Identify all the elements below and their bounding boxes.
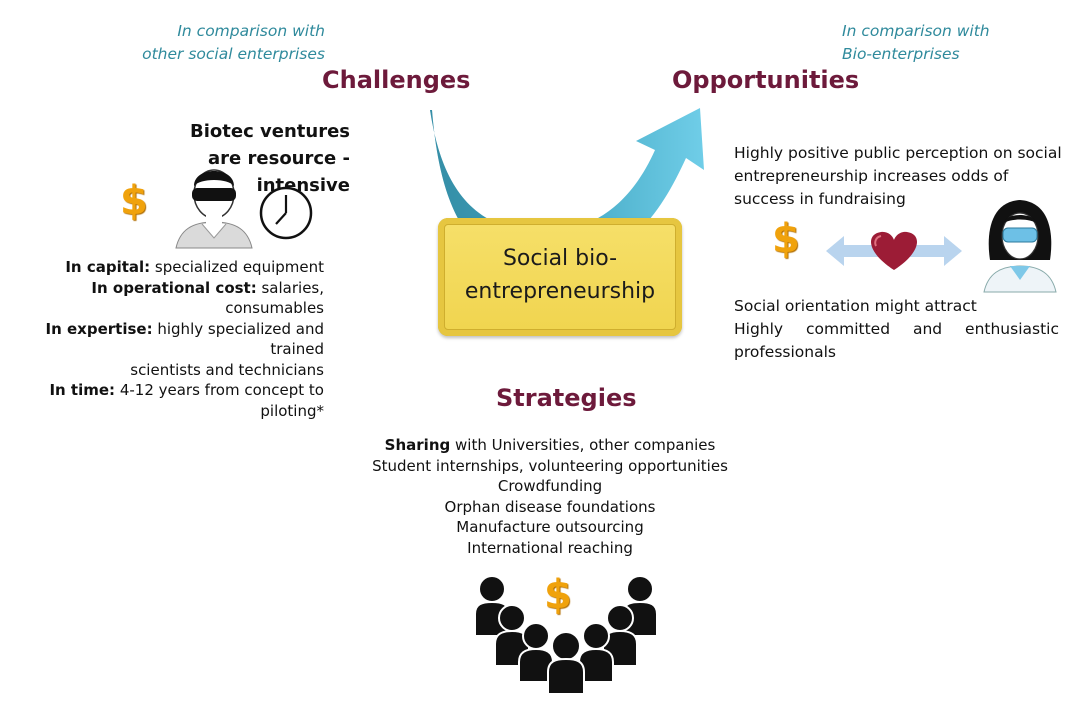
word: and [912,320,943,338]
opportunities-para2-justified-line: Highly committed and enthusiastic [734,318,1059,341]
challenge-item: scientists and technicians [0,360,324,381]
strategy-item: International reaching [467,538,633,557]
strategy-item: Crowdfunding [497,477,603,495]
challenge-item: In operational cost: salaries, consumabl… [0,278,324,319]
opportunities-para2-line: Social orientation might attract [734,297,977,315]
clock-icon [259,186,313,240]
left-note-line2: other social enterprises [142,45,325,63]
center-label-line1: Social bio- [502,246,618,271]
strategy-text: with Universities, other companies [450,436,716,454]
dollar-icon: $ [544,572,572,618]
strategies-list: Sharing with Universities, other compani… [330,435,770,558]
challenge-label: In expertise: [45,319,153,338]
dollar-icon: $ [120,178,148,224]
right-note-line2: Bio-enterprises [842,45,960,63]
challenge-label: In time: [49,381,116,399]
challenge-item: In capital: specialized equipment [0,257,324,278]
challenges-list: In capital: specialized equipment In ope… [0,257,324,421]
challenges-title-line1: Biotec ventures [190,121,350,142]
word: enthusiastic [965,320,1059,338]
opportunities-para1: Highly positive public perception on soc… [734,142,1074,211]
challenge-text: 4-12 years from concept to piloting* [115,381,324,420]
challenge-text: salaries, consumables [225,278,324,318]
double-arrow-heart-icon [826,231,962,270]
scientist-woman-icon [983,200,1057,293]
left-note: In comparison with other social enterpri… [135,20,325,66]
scientist-goggles-icon [175,169,253,249]
strategy-item: Student internships, volunteering opport… [372,456,728,475]
word: Highly [734,320,784,338]
strategy-item: Manufacture outsourcing [456,518,644,536]
challenges-heading: Challenges [322,66,471,94]
challenge-label: In capital: [65,258,151,276]
challenge-text: scientists and technicians [130,360,324,379]
opportunities-para1-line: entrepreneurship increases odds of [734,167,1009,185]
opportunities-para2-line: professionals [734,343,836,361]
opportunities-para2: Social orientation might attract Highly … [734,295,1059,364]
opportunities-heading: Opportunities [672,66,860,94]
opportunities-para1-line: success in fundraising [734,190,906,208]
right-note-line1: In comparison with [842,22,990,40]
challenge-text: highly specialized and trained [152,319,324,359]
right-note: In comparison with Bio-enterprises [842,20,1042,66]
challenge-item: In expertise: highly specialized and tra… [0,319,324,360]
people-group-icon [474,575,658,695]
dollar-icon: $ [772,216,800,262]
left-note-line1: In comparison with [177,22,325,40]
opportunities-para1-line: Highly positive public perception on soc… [734,144,1062,162]
center-label: Social bio- entrepreneurship [438,242,682,308]
strategy-item: Orphan disease foundations [444,497,656,516]
strategy-bold: Sharing [384,436,451,454]
strategies-heading: Strategies [496,384,637,412]
strategy-item: Sharing with Universities, other compani… [330,435,770,456]
challenge-text: specialized equipment [150,258,324,276]
challenge-item: In time: 4-12 years from concept to pilo… [0,380,324,421]
challenge-label: In operational cost: [91,278,257,297]
center-box [438,218,682,336]
center-label-line2: entrepreneurship [464,279,656,304]
word: committed [806,320,891,338]
